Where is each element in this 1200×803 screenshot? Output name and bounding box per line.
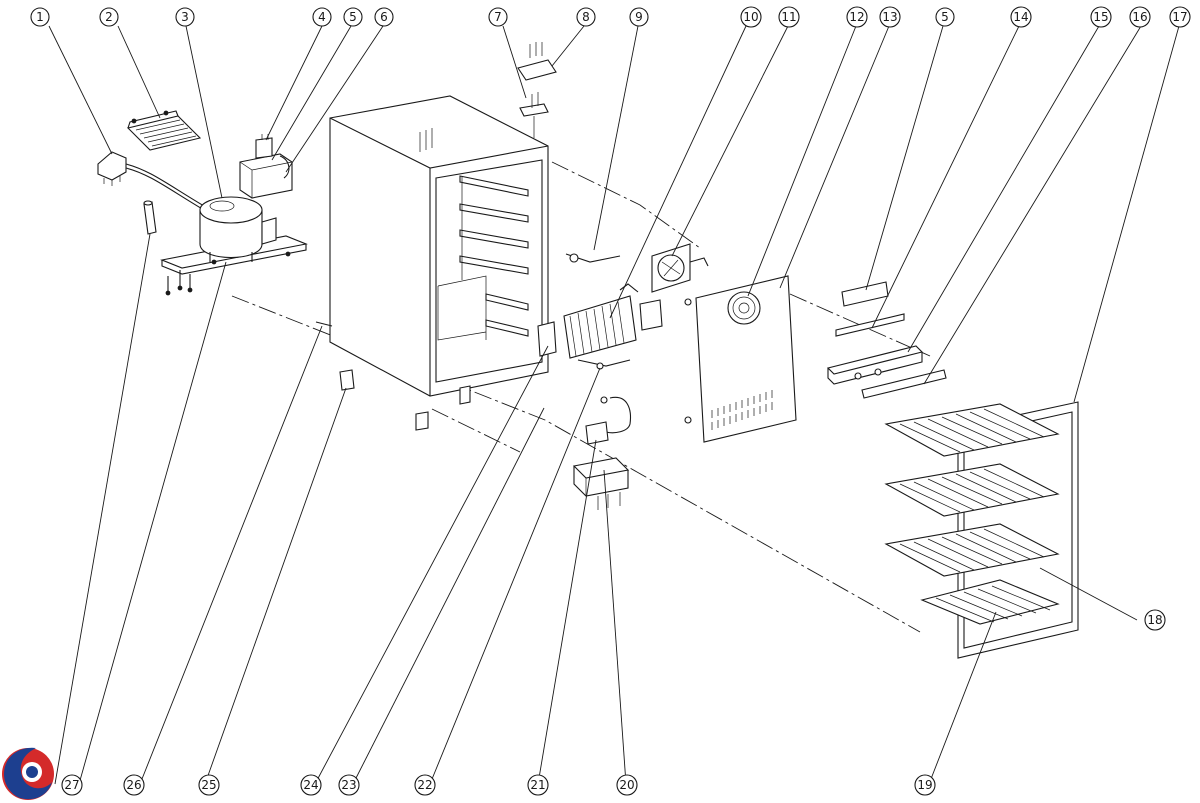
svg-text:9: 9 — [635, 10, 643, 24]
callout-11: 11 — [778, 6, 800, 28]
svg-text:17: 17 — [1172, 10, 1187, 24]
cabinet-body-part — [315, 95, 557, 431]
callout-7: 7 — [488, 7, 508, 27]
callout-14: 14 — [1010, 6, 1032, 28]
sensor-wire-part — [565, 253, 621, 263]
power-plug-part — [97, 151, 205, 211]
svg-text:1: 1 — [36, 10, 44, 24]
callout-19: 19 — [914, 774, 936, 796]
back-panel-part — [684, 275, 797, 443]
svg-text:21: 21 — [530, 778, 545, 792]
callout-26: 26 — [123, 774, 145, 796]
callout-15: 15 — [1090, 6, 1112, 28]
callout-13: 13 — [879, 6, 901, 28]
svg-text:6: 6 — [380, 10, 388, 24]
callout-18: 18 — [1144, 609, 1166, 631]
svg-text:14: 14 — [1013, 10, 1028, 24]
relay-bracket-part — [239, 134, 293, 199]
callout-1: 1 — [30, 7, 50, 27]
svg-text:7: 7 — [494, 10, 502, 24]
svg-text:24: 24 — [303, 778, 318, 792]
callout-17: 17 — [1169, 6, 1191, 28]
svg-text:3: 3 — [181, 10, 189, 24]
callout-8: 8 — [576, 7, 596, 27]
svg-text:5: 5 — [349, 10, 357, 24]
alignment-lines — [231, 161, 931, 633]
svg-text:22: 22 — [417, 778, 432, 792]
svg-text:26: 26 — [126, 778, 141, 792]
svg-text:13: 13 — [882, 10, 897, 24]
callout-21: 21 — [527, 774, 549, 796]
callout-5: 5 — [343, 7, 363, 27]
callout-6: 6 — [374, 7, 394, 27]
svg-text:23: 23 — [341, 778, 356, 792]
svg-text:25: 25 — [201, 778, 216, 792]
callout-27: 27 — [61, 774, 83, 796]
callout-10: 10 — [740, 6, 762, 28]
svg-text:11: 11 — [781, 10, 796, 24]
svg-text:20: 20 — [619, 778, 634, 792]
callout-9: 9 — [629, 7, 649, 27]
callout-23: 23 — [338, 774, 360, 796]
fan-assembly-part — [651, 243, 709, 293]
svg-text:12: 12 — [849, 10, 864, 24]
door-shelves-part — [884, 401, 1079, 659]
callout-4: 4 — [312, 7, 332, 27]
svg-text:27: 27 — [64, 778, 79, 792]
brand-logo — [2, 747, 54, 800]
svg-text:5: 5 — [941, 10, 949, 24]
callout-25: 25 — [198, 774, 220, 796]
svg-text:15: 15 — [1093, 10, 1108, 24]
top-hinge-part — [517, 42, 557, 138]
callout-12: 12 — [846, 6, 868, 28]
leader-lines — [48, 25, 1180, 785]
control-panel-part — [826, 281, 947, 399]
svg-text:16: 16 — [1132, 10, 1147, 24]
callout-3: 3 — [175, 7, 195, 27]
callout-5b: 5 — [935, 7, 955, 27]
lamp-holder-part — [585, 396, 632, 445]
svg-text:18: 18 — [1147, 613, 1162, 627]
compressor-part — [160, 196, 308, 296]
svg-text:8: 8 — [582, 10, 590, 24]
svg-text:2: 2 — [105, 10, 113, 24]
svg-text:4: 4 — [318, 10, 326, 24]
svg-text:10: 10 — [743, 10, 758, 24]
evaporator-coil-part — [563, 283, 663, 359]
callout-20: 20 — [616, 774, 638, 796]
callout-22: 22 — [414, 774, 436, 796]
drip-tray-part — [126, 110, 202, 151]
svg-text:19: 19 — [917, 778, 932, 792]
lower-box-part — [572, 457, 630, 510]
tube-fitting-part — [143, 200, 157, 235]
callout-24: 24 — [300, 774, 322, 796]
thermostat-wire-part — [577, 359, 631, 370]
callout-2: 2 — [99, 7, 119, 27]
callout-16: 16 — [1129, 6, 1151, 28]
